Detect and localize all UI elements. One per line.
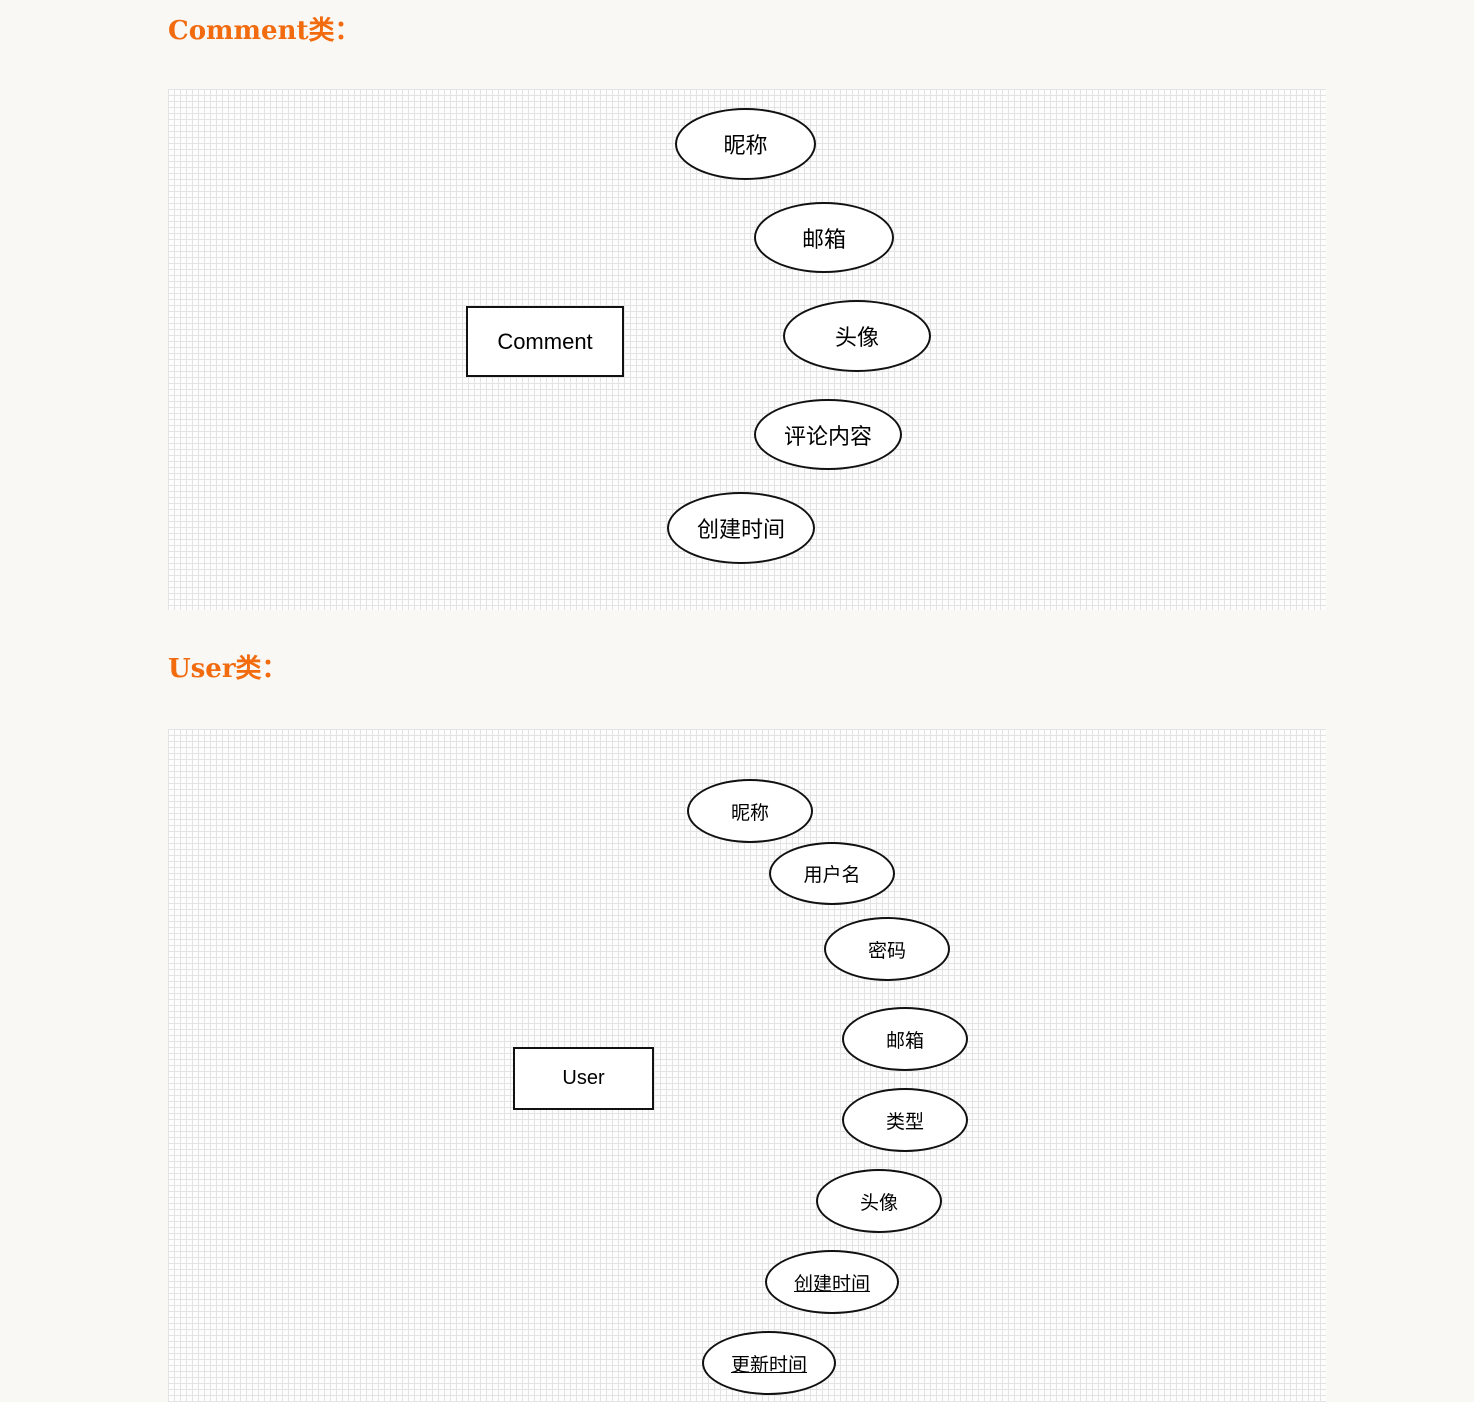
- user-attr-username: 用户名: [769, 842, 895, 905]
- comment-class-heading: Comment类：: [168, 16, 361, 46]
- user-attr-email: 邮箱: [842, 1007, 968, 1071]
- user-attr-avatar: 头像: [816, 1169, 942, 1233]
- user-diagram-canvas: User 昵称 用户名 密码 邮箱 类型 头像 创建时间 更新时间: [168, 729, 1326, 1402]
- user-entity: User: [513, 1047, 654, 1110]
- user-class-heading: User类：: [168, 654, 288, 684]
- comment-entity: Comment: [466, 306, 624, 377]
- comment-attr-content: 评论内容: [754, 399, 902, 470]
- comment-attr-email: 邮箱: [754, 202, 894, 273]
- comment-attr-avatar: 头像: [783, 300, 931, 372]
- user-attr-nickname: 昵称: [687, 779, 813, 843]
- user-attr-created-time: 创建时间: [765, 1250, 899, 1314]
- comment-attr-created-time: 创建时间: [667, 492, 815, 564]
- user-attr-password: 密码: [824, 917, 950, 981]
- comment-diagram-canvas: Comment 昵称 邮箱 头像 评论内容 创建时间: [168, 89, 1326, 610]
- user-attr-updated-time: 更新时间: [702, 1331, 836, 1395]
- user-attr-type: 类型: [842, 1088, 968, 1152]
- comment-attr-nickname: 昵称: [675, 108, 816, 180]
